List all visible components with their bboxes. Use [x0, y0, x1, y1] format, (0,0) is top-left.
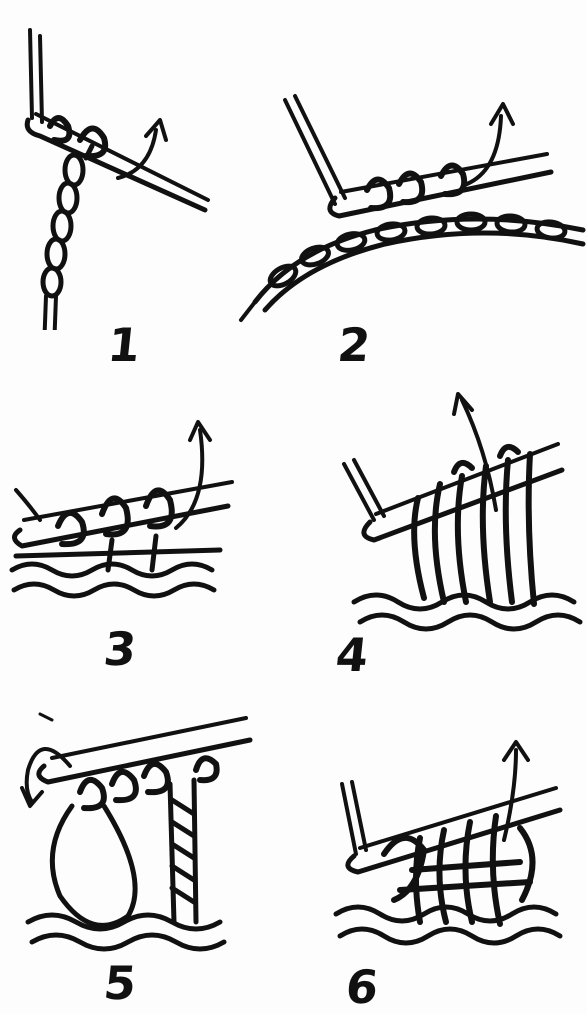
yarn-loop-icon: [50, 118, 69, 141]
yarn-loop-icon: [80, 780, 104, 808]
twisted-post: [170, 758, 217, 922]
stitch-rows: [12, 550, 220, 596]
yarn-strand: [44, 296, 46, 330]
yarn-loop-icon: [144, 764, 168, 792]
crochet-hook-icon: [14, 506, 228, 546]
step-5-illustration: [0, 710, 270, 972]
crochet-hook-icon: [27, 120, 205, 210]
step-3-illustration: [0, 410, 260, 610]
yarn-strand: [40, 36, 42, 122]
yarn-strand: [285, 100, 335, 204]
step-6-label: 6: [344, 964, 381, 1010]
step-1-label: 1: [106, 322, 143, 368]
stitch-rows: [336, 907, 560, 943]
step-3-label: 3: [102, 626, 139, 672]
step-2-illustration: [235, 80, 587, 330]
chain-stitches: [255, 214, 583, 310]
yarn-loop-icon: [52, 806, 135, 925]
step-4-illustration: [330, 380, 587, 640]
chain-stitches: [43, 146, 92, 296]
step-6-illustration: [320, 730, 587, 970]
step-4-label: 4: [334, 632, 371, 678]
tall-stitches: [414, 447, 534, 604]
yarn-loop-icon: [112, 772, 136, 800]
step-5-label: 5: [102, 960, 139, 1006]
yarn-strand: [30, 30, 32, 118]
arrow-icon: [462, 400, 496, 510]
step-2-label: 2: [336, 322, 373, 368]
arrow-icon: [467, 116, 501, 184]
